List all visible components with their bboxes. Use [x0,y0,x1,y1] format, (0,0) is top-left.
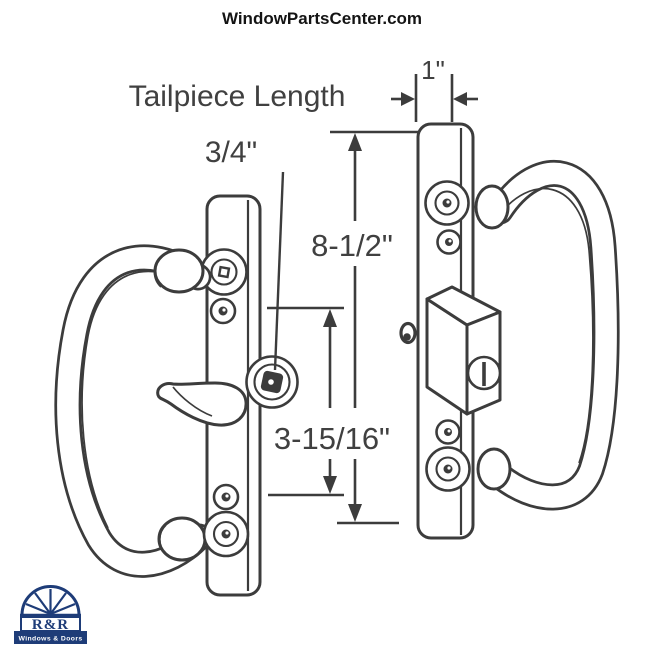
screw-hole [424,180,470,226]
key-cylinder-face [466,355,502,391]
dimension-lower-span: 3-15/16" [267,306,390,497]
left-handle-assembly [54,194,299,597]
screw-hole [212,483,240,511]
lower-span-label: 3-15/16" [274,421,390,456]
screw-hole [209,297,237,325]
handle-mount-boss [476,447,512,491]
plate-width-label: 1" [421,55,445,85]
right-handle-assembly [399,122,620,540]
tailpiece-value-label: 3/4" [205,136,257,169]
screw-hole [435,419,461,445]
lock-cylinder-housing [425,285,502,416]
thumb-latch-lever [156,381,248,427]
tailpiece-hub [245,355,299,409]
leader-line [273,171,285,371]
upper-span-label: 8-1/2" [311,228,393,263]
tailpiece-length-label: Tailpiece Length [129,80,346,113]
dimension-plate-width: 1" [391,55,478,122]
left-pull-handle [54,244,213,578]
handle-mount-boss [474,184,510,230]
tailpiece-callout: Tailpiece Length 3/4" [129,80,346,371]
site-name: WindowPartsCenter.com [222,9,422,28]
screw-hole [202,510,250,558]
keyhole [399,321,417,345]
dimension-upper-span: 8-1/2" [311,130,418,525]
screw-hole [425,446,471,492]
right-pull-handle [474,160,620,511]
arched-window-icon [20,585,81,617]
logo-tagline-text: Windows & Doors [18,636,82,643]
screw-hole [436,229,462,255]
screw-hole [200,248,248,296]
rr-logo: R&R Windows & Doors [14,585,87,644]
logo-brand-text: R&R [32,617,69,633]
